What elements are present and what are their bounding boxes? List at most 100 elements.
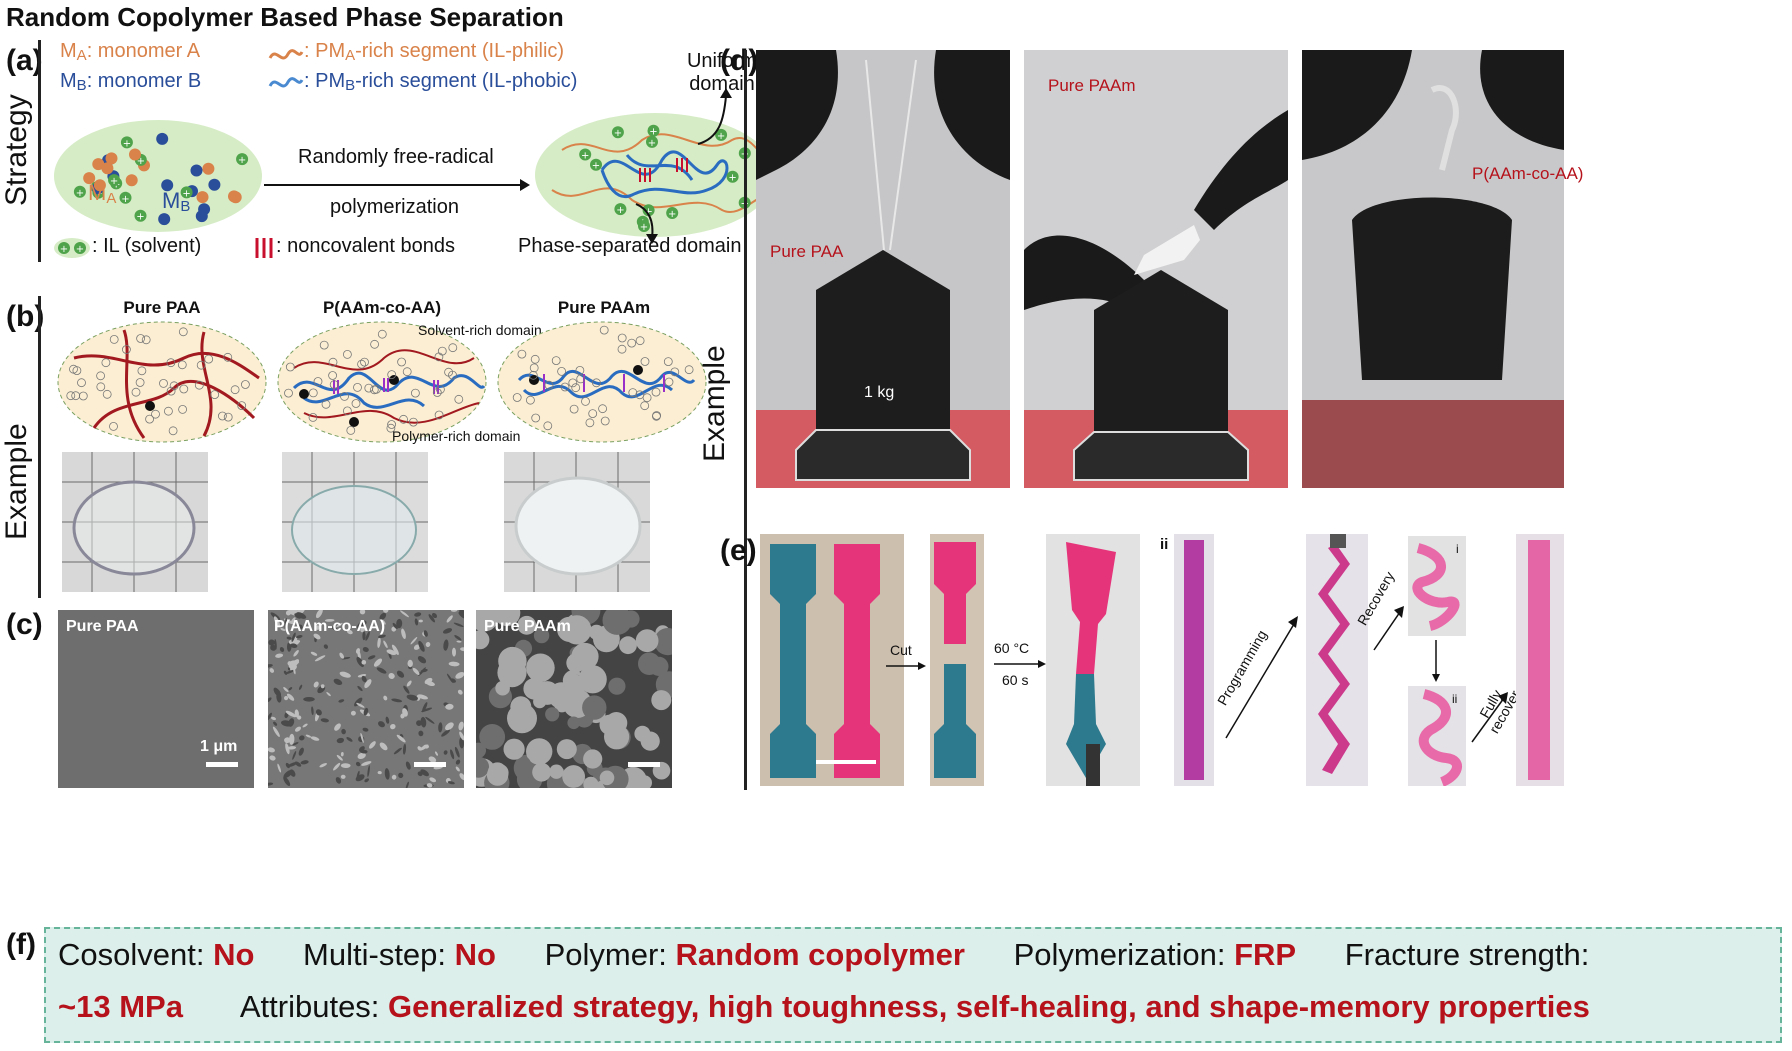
ma-label-in-ellipse: MA	[88, 180, 117, 207]
il-legend: : IL (solvent)	[92, 235, 202, 257]
panel-d-divider	[744, 50, 747, 790]
arrow-top-label: Randomly free-radical	[298, 146, 494, 168]
attributes-value: Generalized strategy, high toughness, se…	[388, 989, 1590, 1024]
sem-scale-bar-3	[628, 762, 660, 767]
inset-ii-label: ii	[1452, 692, 1458, 706]
arrow-bottom-label: polymerization	[330, 196, 459, 218]
properties-line-2: ~13 MPa Attributes: Generalized strategy…	[58, 989, 1590, 1025]
fully-recover-arrow	[1471, 692, 1508, 743]
noncovalent-bonds-icon	[255, 238, 273, 258]
svg-text:+: +	[728, 173, 736, 184]
sem-scale-text: 1 μm	[200, 738, 238, 755]
panel-e-label: (e)	[720, 534, 757, 567]
cosolvent-value: No	[213, 937, 255, 972]
inset-i-label: i	[1456, 542, 1459, 556]
recovery-step-ii-photo	[1408, 686, 1466, 786]
svg-text:+: +	[136, 212, 144, 223]
multistep-label: Multi-step:	[303, 937, 447, 972]
svg-text:+: +	[614, 128, 622, 139]
svg-text:+: +	[121, 194, 129, 205]
paam-sample-photo	[504, 452, 650, 592]
solvent-rich-label: Solvent-rich domain	[418, 322, 542, 338]
cut-arrow	[886, 662, 926, 670]
cut-samples-photo	[930, 534, 984, 786]
mb-label-in-ellipse: MB	[162, 188, 191, 215]
photo-paa-weight	[756, 50, 1010, 488]
strategy-side-label: Strategy	[0, 94, 33, 206]
polymerization-label: Polymerization:	[1013, 937, 1226, 972]
svg-text:+: +	[123, 138, 131, 149]
photo-paa-label: Pure PAA	[770, 242, 844, 261]
heal-arrow	[994, 660, 1046, 668]
panel-d-label: (d)	[720, 44, 759, 77]
polymer-label: Polymer:	[544, 937, 667, 972]
svg-text:+: +	[592, 161, 600, 172]
polymerization-arrow	[264, 179, 530, 191]
segment-legend-icons	[268, 49, 304, 88]
polymer-value: Random copolymer	[675, 937, 965, 972]
svg-text:+: +	[137, 156, 145, 167]
il-solvent-icon: + +	[54, 238, 90, 258]
svg-text:+: +	[110, 176, 118, 187]
dumbbell-samples-photo	[760, 534, 904, 786]
panel-a-divider	[38, 40, 41, 262]
panel-b-head-copolymer: P(AAm-co-AA)	[322, 298, 442, 317]
photo-copolymer-label: P(AAm-co-AA)	[1472, 164, 1584, 183]
phase-domain-label: Phase-separated domain	[518, 235, 742, 257]
programming-arrow	[1225, 616, 1298, 739]
monomer-a-legend: MA: monomer A	[60, 40, 201, 64]
panel-b-head-paa: Pure PAA	[123, 298, 201, 317]
sem-paam-label: Pure PAAm	[484, 618, 571, 635]
svg-text:+: +	[616, 205, 624, 216]
uniform-domain-arrow	[697, 88, 732, 145]
svg-text:+: +	[60, 244, 68, 255]
pmb-segment-icon	[268, 77, 304, 88]
monomer-b-legend: MB: monomer B	[60, 70, 202, 94]
paa-sample-photo	[62, 452, 208, 592]
panel-b-head-paam: Pure PAAm	[557, 298, 651, 317]
sem-copolymer-label: P(AAm-co-AA)	[274, 618, 386, 635]
svg-text:+: +	[76, 244, 84, 255]
fracture-value: ~13 MPa	[58, 989, 183, 1024]
pma-segment-legend: : PMA-rich segment (IL-philic)	[304, 40, 565, 64]
svg-text:+: +	[648, 138, 656, 149]
example-side-label-b: Example	[0, 423, 33, 540]
copolymer-sample-photo	[282, 452, 428, 592]
recovery-step-i-photo	[1408, 536, 1466, 636]
photo-copolymer-weight	[1302, 50, 1564, 488]
sem-scale-bar-1	[206, 762, 238, 767]
panel-f-label: (f)	[6, 928, 36, 961]
straight-strip-photo	[1174, 534, 1214, 786]
recovery-arrow	[1373, 606, 1404, 651]
panel-b-divider	[38, 296, 41, 598]
polymer-rich-label: Polymer-rich domain	[392, 428, 521, 444]
paam-network-schematic	[497, 321, 707, 443]
svg-text:+: +	[76, 188, 84, 199]
sem-paam	[476, 610, 672, 788]
programmed-strip-photo	[1306, 534, 1368, 786]
properties-summary-box: Cosolvent: No Multi-step: No Polymer: Ra…	[44, 927, 1782, 1043]
cosolvent-label: Cosolvent:	[58, 937, 205, 972]
heal-time-label: 60 s	[1002, 672, 1029, 688]
svg-text:+: +	[717, 131, 725, 142]
phase-domain-arrow	[635, 203, 658, 244]
recovery-down-arrow	[1432, 640, 1440, 682]
recovered-strip-photo	[1516, 534, 1564, 786]
svg-text:+: +	[644, 206, 652, 217]
sem-copolymer	[268, 610, 464, 788]
panel-a-label: (a)	[6, 44, 43, 77]
svg-text:+: +	[238, 155, 246, 166]
healed-sample-photo	[1046, 534, 1140, 786]
sem-scale-bar-2	[414, 762, 446, 767]
panel-e-ii-label: ii	[1160, 536, 1169, 553]
svg-text:+: +	[640, 222, 648, 233]
heal-temp-label: 60 °C	[994, 640, 1030, 656]
copolymer-network-schematic	[277, 321, 487, 443]
pma-segment-icon	[268, 49, 304, 60]
pmb-segment-legend: : PMB-rich segment (IL-phobic)	[304, 70, 578, 94]
paa-network-schematic	[57, 321, 267, 443]
svg-text:+: +	[581, 151, 589, 162]
svg-text:+: +	[649, 127, 657, 138]
example-side-label-d: Example	[698, 345, 731, 462]
